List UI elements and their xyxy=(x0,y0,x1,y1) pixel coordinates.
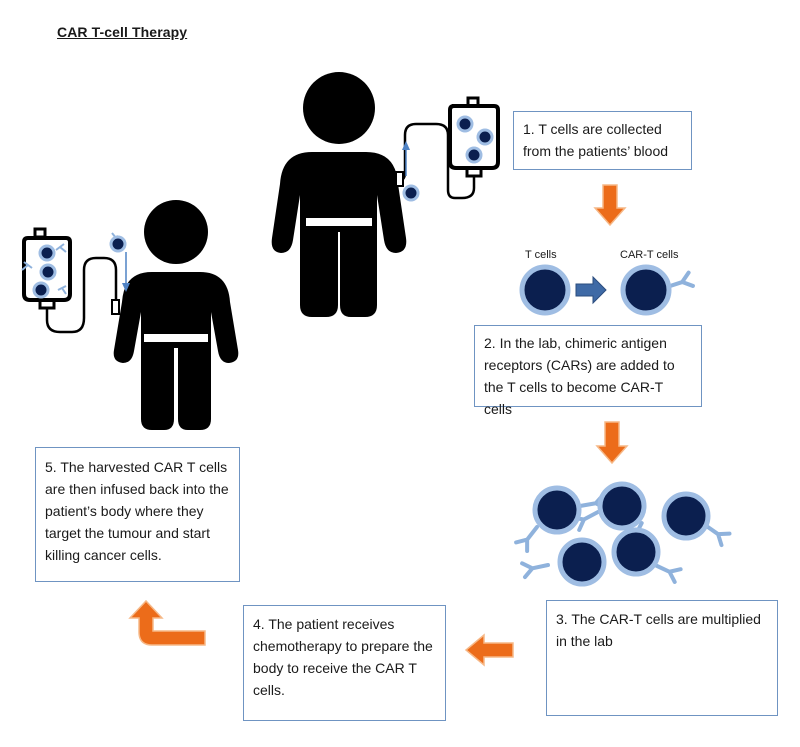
iv-bag-icon-collection xyxy=(395,96,500,202)
step-3-box: 3. The CAR-T cells are multiplied in the… xyxy=(546,600,778,716)
person-icon-infusion xyxy=(113,200,239,430)
arrow-icon-step1-to-step2 xyxy=(593,184,627,227)
convert-arrow-icon xyxy=(575,275,607,305)
car-t-cell-icon xyxy=(620,264,695,316)
t-cells-label: T cells xyxy=(525,249,557,261)
page-title: CAR T-cell Therapy xyxy=(57,24,188,40)
step-1-box: 1. T cells are collected from the patien… xyxy=(513,111,692,170)
arrow-icon-step4-to-step5 xyxy=(128,599,206,646)
person-icon-collection xyxy=(271,72,407,317)
t-cell-icon xyxy=(519,264,571,316)
step-4-box: 4. The patient receives chemotherapy to … xyxy=(243,605,446,721)
car-t-cell-cluster xyxy=(514,481,732,587)
arrow-icon-step3-to-step4 xyxy=(464,633,514,667)
arrow-icon-step2-to-step3 xyxy=(595,421,629,465)
car-t-cells-label: CAR-T cells xyxy=(620,249,679,261)
step-2-box: 2. In the lab, chimeric antigen receptor… xyxy=(474,325,702,417)
step-5-box: 5. The harvested CAR T cells are then in… xyxy=(35,447,240,582)
iv-bag-icon-infusion xyxy=(21,227,130,334)
